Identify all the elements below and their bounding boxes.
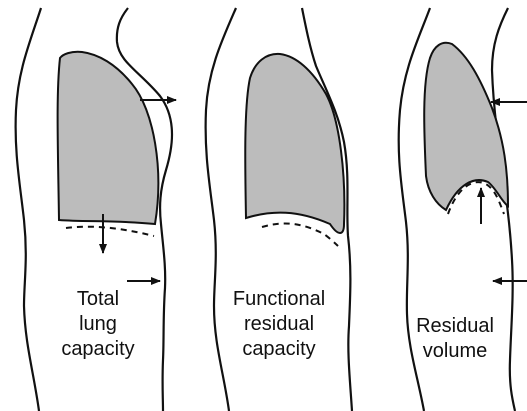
diaphragm-dashed-line: [262, 223, 338, 246]
label-line: capacity: [218, 337, 340, 362]
label-line: capacity: [43, 337, 153, 362]
label-line: Residual: [406, 314, 504, 339]
label-line: residual: [218, 312, 340, 337]
lung-shape: [245, 54, 344, 233]
lung-shape: [424, 43, 508, 210]
label-functional-residual-capacity: Functional residual capacity: [218, 287, 340, 362]
body-outline-back: [16, 8, 41, 411]
diaphragm-dashed-line: [66, 227, 154, 236]
label-line: lung: [43, 312, 153, 337]
label-line: volume: [406, 339, 504, 364]
label-line: Functional: [218, 287, 340, 312]
label-total-lung-capacity: Total lung capacity: [43, 287, 153, 362]
label-line: Total: [43, 287, 153, 312]
label-residual-volume: Residual volume: [406, 314, 504, 364]
